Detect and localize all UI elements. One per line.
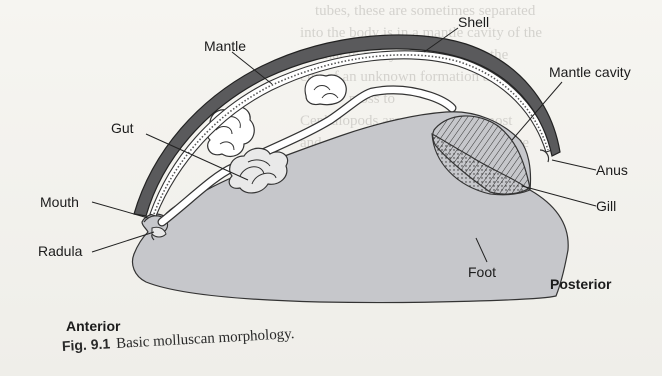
label-foot: Foot (468, 264, 496, 280)
figure-number: Fig. 9.1 (61, 335, 110, 354)
label-mantle: Mantle (204, 38, 246, 54)
leader-anus (552, 160, 596, 170)
label-gill: Gill (596, 198, 616, 214)
label-posterior: Posterior (550, 276, 611, 292)
label-mantle-cavity: Mantle cavity (549, 64, 631, 80)
label-mouth: Mouth (40, 194, 79, 210)
label-anus: Anus (596, 162, 628, 178)
label-anterior: Anterior (66, 318, 120, 334)
label-shell: Shell (458, 14, 489, 30)
label-gut: Gut (111, 120, 134, 136)
label-radula: Radula (38, 243, 82, 259)
heart-organ (305, 75, 346, 105)
